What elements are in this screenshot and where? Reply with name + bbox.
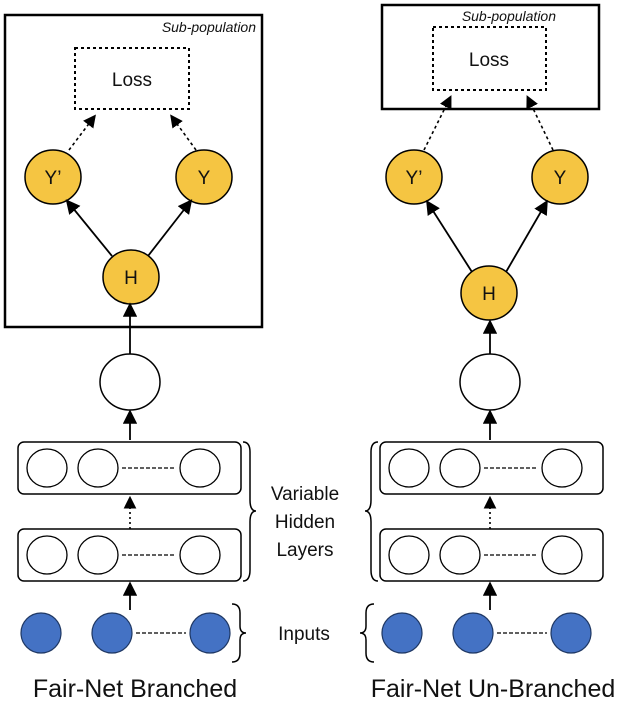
right-hidden-bottom-neuron-n: [541, 535, 583, 575]
left-node-h-label: H: [124, 268, 138, 289]
left-hidden-top-neuron-1: [26, 448, 68, 488]
left-node-y-label: Y: [198, 168, 211, 189]
left-arrow-h-y: [147, 199, 193, 257]
left-input-node-n: [189, 612, 231, 654]
right-hidden-bottom-neuron-1: [388, 535, 430, 575]
left-arrow-h-yprime: [65, 199, 113, 257]
right-hidden-top-neuron-1: [388, 448, 430, 488]
left-subpopulation-label: Sub-population: [162, 19, 256, 35]
right-subpopulation-box: [380, 3, 601, 111]
right-node-y: [531, 149, 589, 205]
right-loss-box: [432, 26, 547, 91]
right-hidden-bottom-neuron-2: [439, 535, 481, 575]
right-loss-label: Loss: [469, 50, 509, 71]
inputs-label: Inputs: [278, 624, 330, 645]
left-hidden-top-neuron-2: [77, 448, 119, 488]
middle-labels: Variable Hidden Layers Inputs: [231, 441, 379, 663]
hidden-layers-label-line1: Variable: [271, 484, 339, 505]
left-node-y: [175, 149, 233, 205]
right-input-node-1: [381, 612, 423, 654]
left-loss-box: [74, 47, 190, 110]
left-caption: Fair-Net Branched: [33, 675, 237, 703]
right-caption: Fair-Net Un-Branched: [371, 675, 616, 703]
right-node-yprime-label: Y’: [406, 168, 423, 189]
hidden-layers-label-line3: Layers: [276, 540, 333, 561]
left-input-node-2: [91, 612, 133, 654]
right-subpopulation-label: Sub-population: [462, 8, 556, 24]
right-arrow-yprime-loss: [423, 95, 452, 151]
right-network: Sub-population Loss Y’ Y H Fair-: [371, 3, 616, 703]
right-node-yprime: [385, 149, 443, 205]
left-node-yprime-label: Y’: [45, 168, 62, 189]
left-hidden-top-neuron-n: [179, 448, 221, 488]
left-hidden-brace: [242, 441, 257, 582]
right-hidden-brace: [364, 441, 379, 582]
left-hidden-bottom-neuron-n: [179, 535, 221, 575]
left-input-node-1: [20, 612, 62, 654]
left-inputs-brace: [231, 603, 247, 663]
left-hidden-bottom-neuron-1: [26, 535, 68, 575]
right-hidden-top-neuron-2: [439, 448, 481, 488]
right-input-node-2: [452, 612, 494, 654]
left-subpopulation-box: [3, 13, 264, 329]
right-node-y-label: Y: [554, 168, 567, 189]
left-hidden-bottom-neuron-2: [77, 535, 119, 575]
right-arrow-h-y: [505, 199, 548, 273]
right-node-h-label: H: [482, 284, 496, 305]
left-output-node: [99, 353, 161, 411]
left-loss-label: Loss: [112, 70, 152, 91]
left-network: Sub-population Loss Y’ Y H Fair-: [3, 13, 264, 703]
right-output-node: [459, 353, 521, 411]
right-hidden-top-neuron-n: [541, 448, 583, 488]
right-input-node-n: [550, 612, 592, 654]
right-arrow-h-yprime: [426, 199, 473, 273]
left-arrow-yprime-loss: [68, 114, 96, 151]
left-arrow-y-loss: [170, 114, 197, 151]
left-node-yprime: [24, 149, 82, 205]
hidden-layers-label-line2: Hidden: [275, 512, 335, 533]
right-arrow-y-loss: [526, 95, 554, 151]
right-inputs-brace: [359, 603, 375, 663]
